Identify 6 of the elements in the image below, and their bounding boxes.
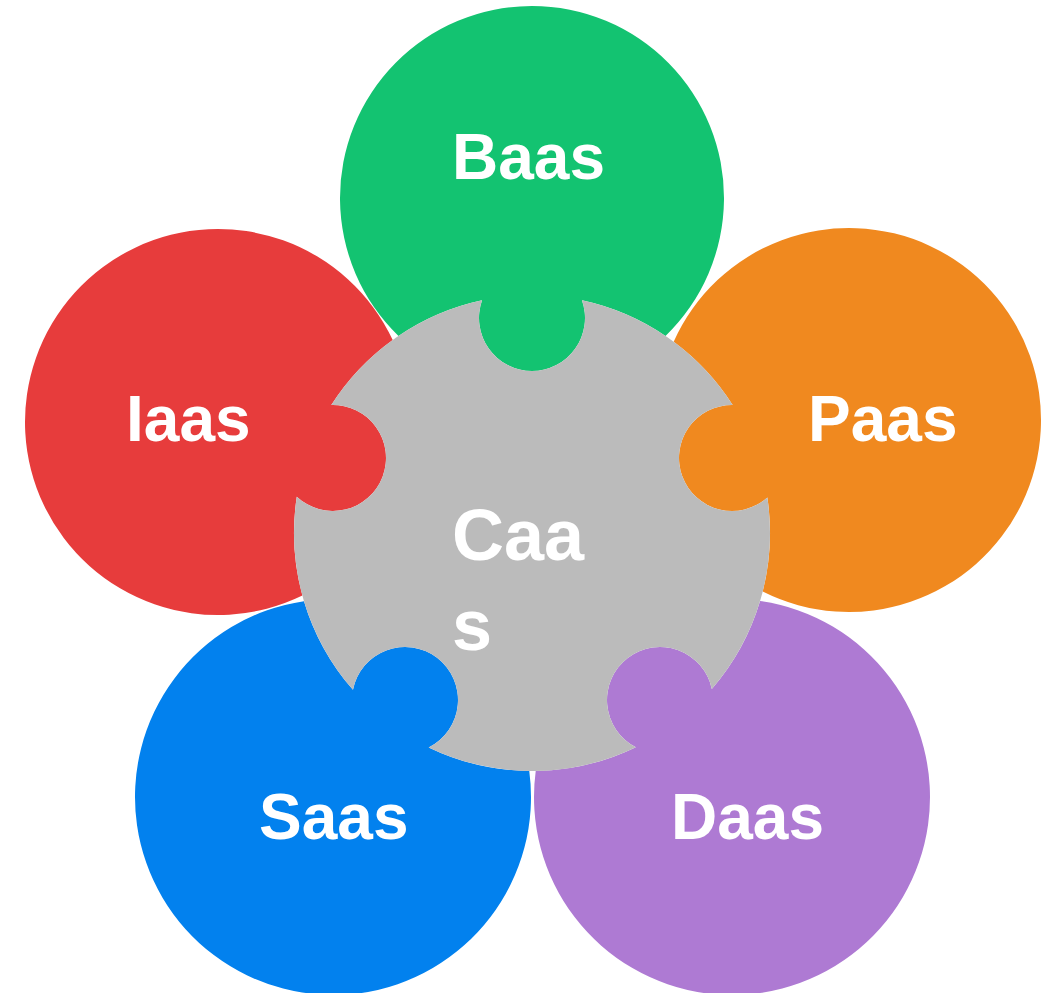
segment-label: Paas (808, 387, 958, 451)
segment-label: Iaas (126, 387, 251, 451)
segment-label: Baas (452, 125, 605, 189)
segment-label: Daas (671, 785, 824, 849)
hub-label: Caas (452, 494, 586, 667)
segment-label: Saas (259, 785, 409, 849)
